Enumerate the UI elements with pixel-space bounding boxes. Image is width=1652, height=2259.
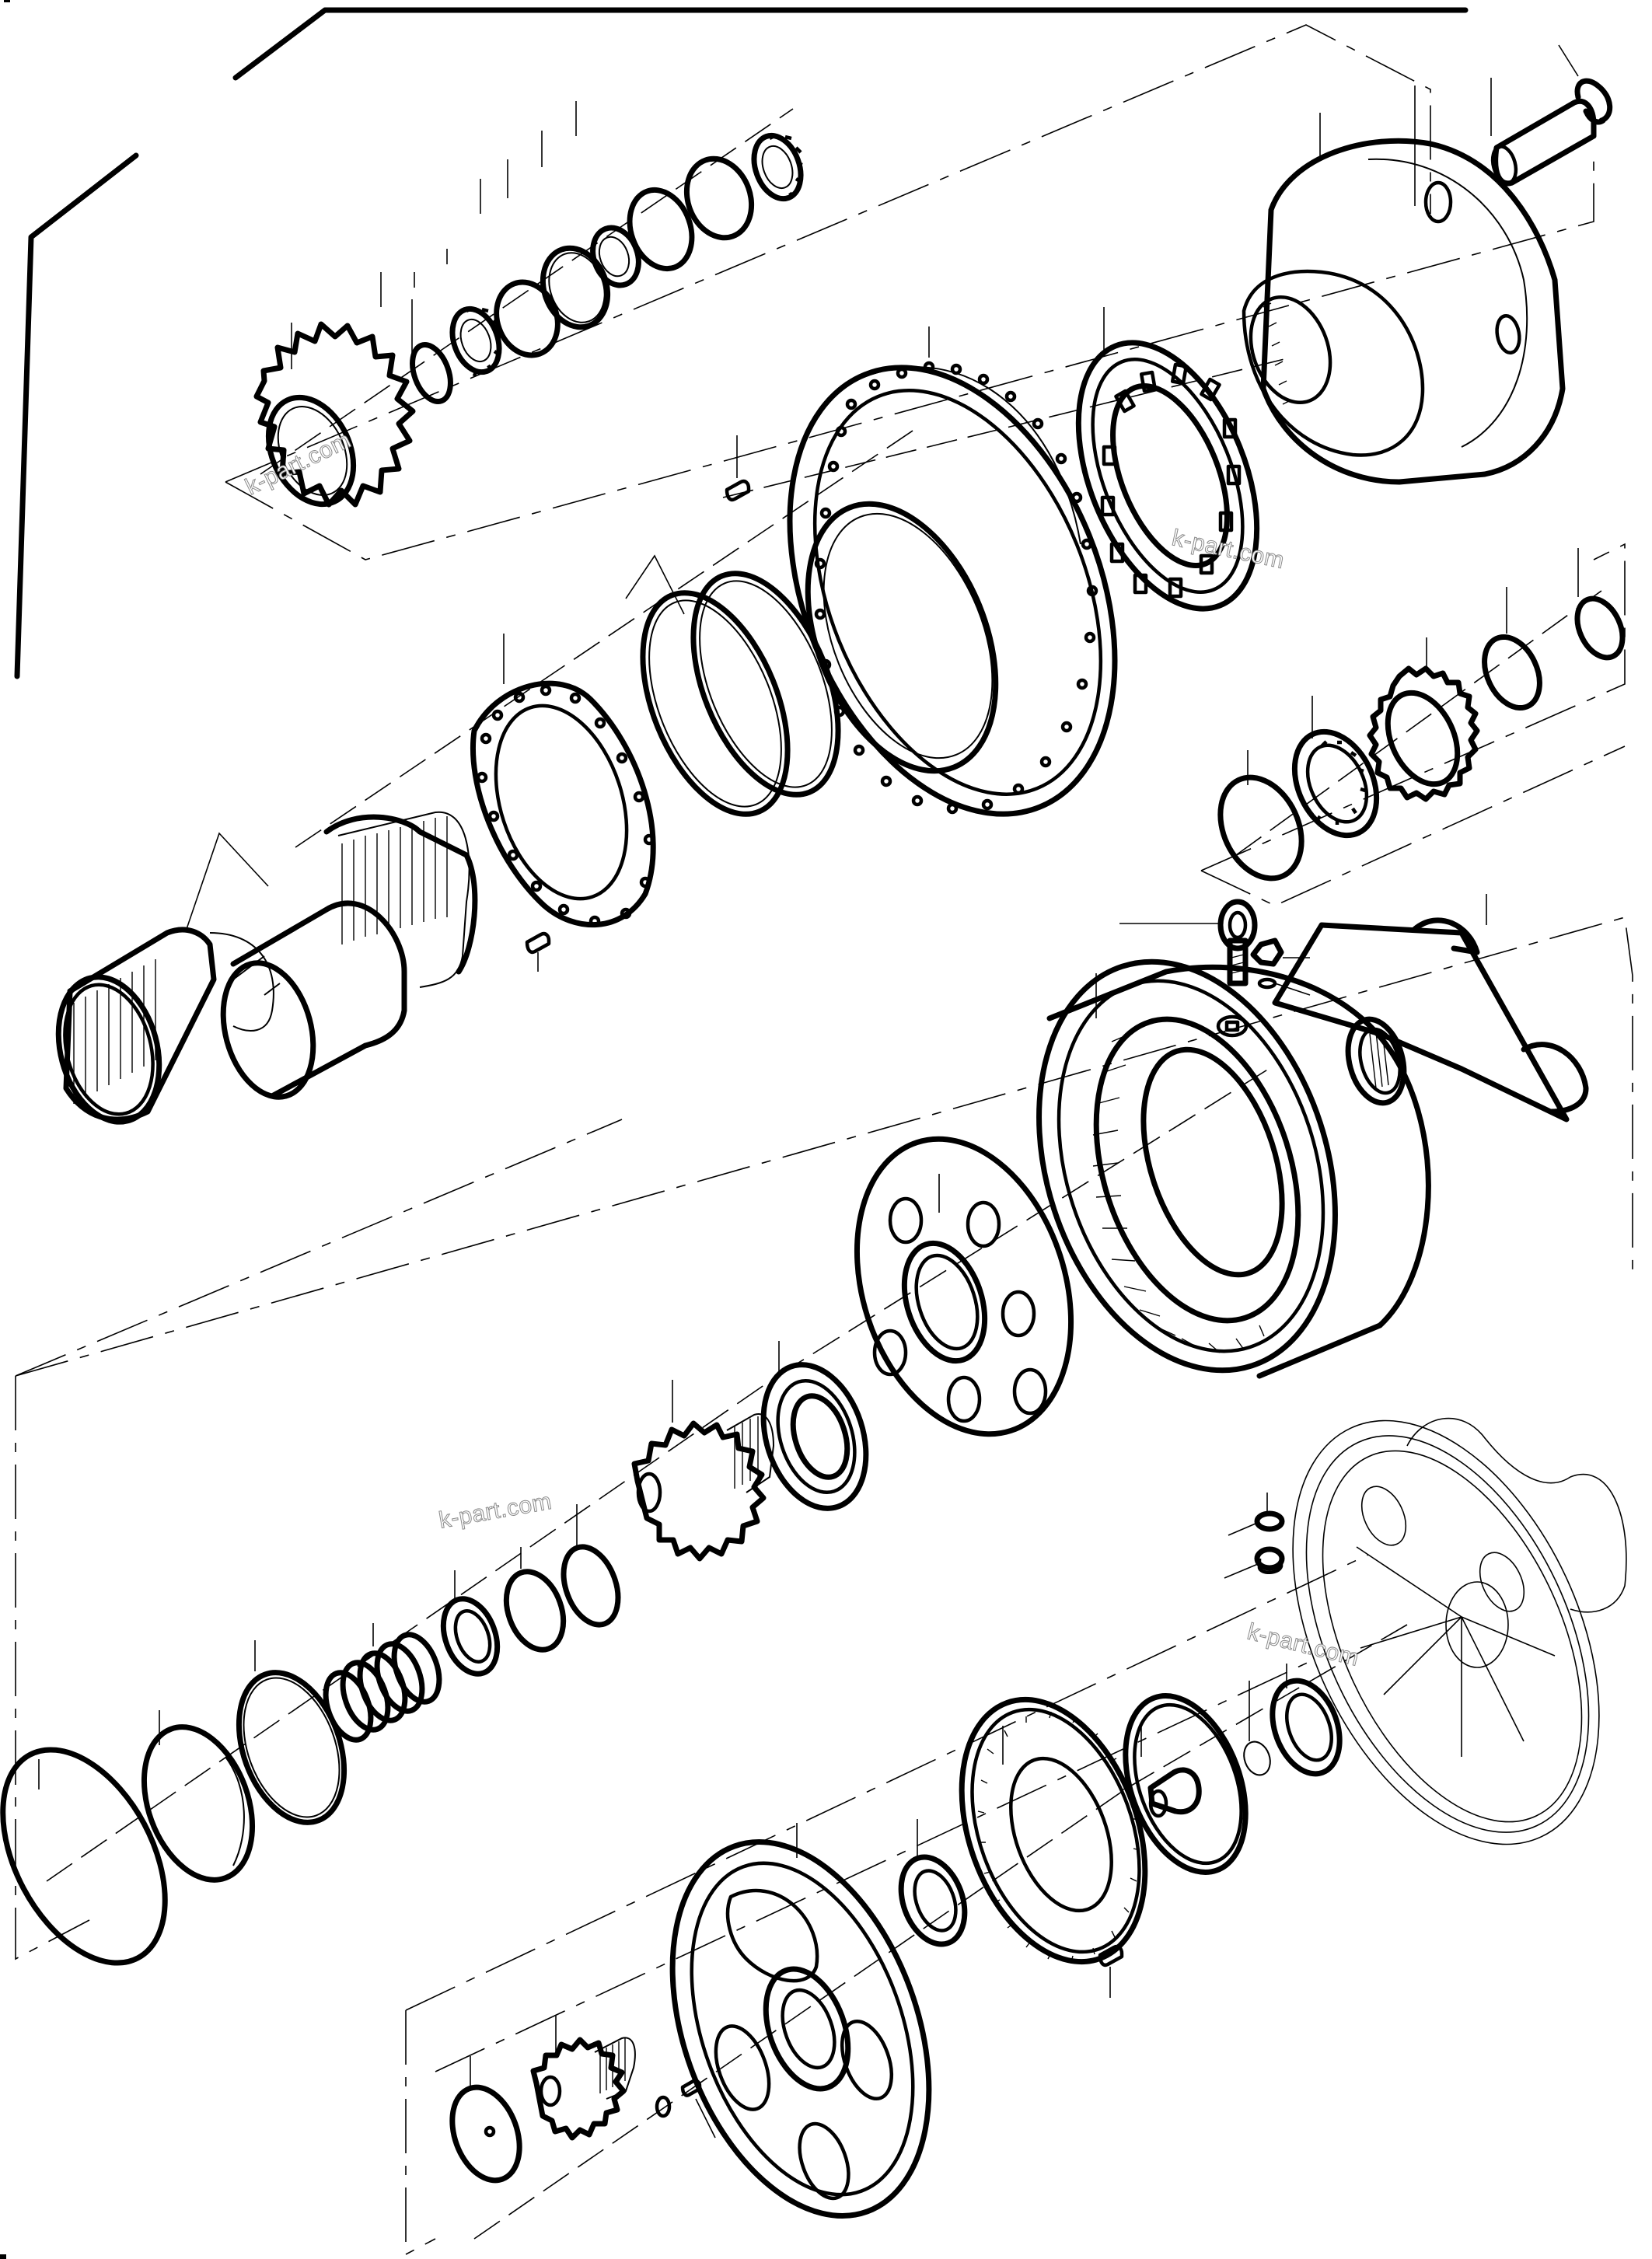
roller-bearing xyxy=(1075,307,1260,612)
lifting-eye-bolt xyxy=(1119,899,1258,986)
thrust-ring xyxy=(410,299,453,404)
spider-cover xyxy=(669,1823,932,2219)
input-large-snap-ring xyxy=(236,1640,348,1825)
plug xyxy=(1250,937,1310,967)
planet-pin xyxy=(1490,78,1597,187)
input-bearing xyxy=(440,1570,501,1677)
torque-arm-flange xyxy=(1272,894,1589,1123)
intermediate-ring-a xyxy=(1482,587,1542,711)
input-snap-ring-b xyxy=(503,1547,567,1653)
brake-housing-bolt-holes xyxy=(814,361,1098,815)
carrier-snap-ring xyxy=(1243,1681,1271,1776)
planet-carrier-hub xyxy=(1242,86,1566,485)
set-screw-upper xyxy=(725,435,751,502)
pinion-shaft xyxy=(530,2016,636,2141)
output-bearing xyxy=(898,1819,968,1947)
sun-gear xyxy=(631,1380,775,1562)
splined-shaft-long xyxy=(220,811,478,1100)
carrier-bearing xyxy=(1270,1664,1343,1777)
retaining-ring-2 xyxy=(541,131,755,241)
friction-plate xyxy=(470,634,656,928)
ring-gear-screw xyxy=(1098,1944,1124,1998)
splined-shaft-short xyxy=(55,832,281,1125)
end-disc xyxy=(449,2056,522,2184)
sun-bearing xyxy=(760,1341,869,1511)
needle-roller-cage-2 xyxy=(575,101,804,202)
brake-housing xyxy=(787,326,1118,817)
input-cover xyxy=(141,1710,256,1883)
frame-border xyxy=(14,7,1469,679)
snap-ring-2 xyxy=(507,159,695,272)
cover-washer xyxy=(655,2095,672,2118)
planet-gear xyxy=(253,321,416,508)
carrier-circlip xyxy=(1228,1493,1285,1536)
thrust-washer xyxy=(480,179,641,288)
input-spring xyxy=(323,1623,442,1743)
carrier-plug xyxy=(1224,1546,1285,1579)
ring-gear-housing xyxy=(1036,958,1431,1379)
plug-washer xyxy=(1257,977,1311,996)
seal-rings xyxy=(625,554,841,817)
set-screw-lower xyxy=(525,931,551,972)
snap-ring-1 xyxy=(414,272,561,358)
motor-housing xyxy=(1292,1417,1627,1845)
support-plate xyxy=(854,1136,1074,1437)
intermediate-ring-b xyxy=(1574,548,1626,661)
friction-plate-holes xyxy=(476,684,655,927)
group-boundaries xyxy=(15,24,1633,2256)
intermediate-spur-gear xyxy=(1367,637,1480,802)
retaining-ring xyxy=(1558,44,1613,125)
assembly-axes xyxy=(46,108,1602,2240)
input-o-ring xyxy=(0,1747,168,1966)
intermediate-snap-ring xyxy=(1217,750,1304,882)
intermediate-bearing xyxy=(1291,696,1380,839)
cover-screw xyxy=(680,2079,716,2139)
input-snap-ring-a xyxy=(561,1504,621,1628)
